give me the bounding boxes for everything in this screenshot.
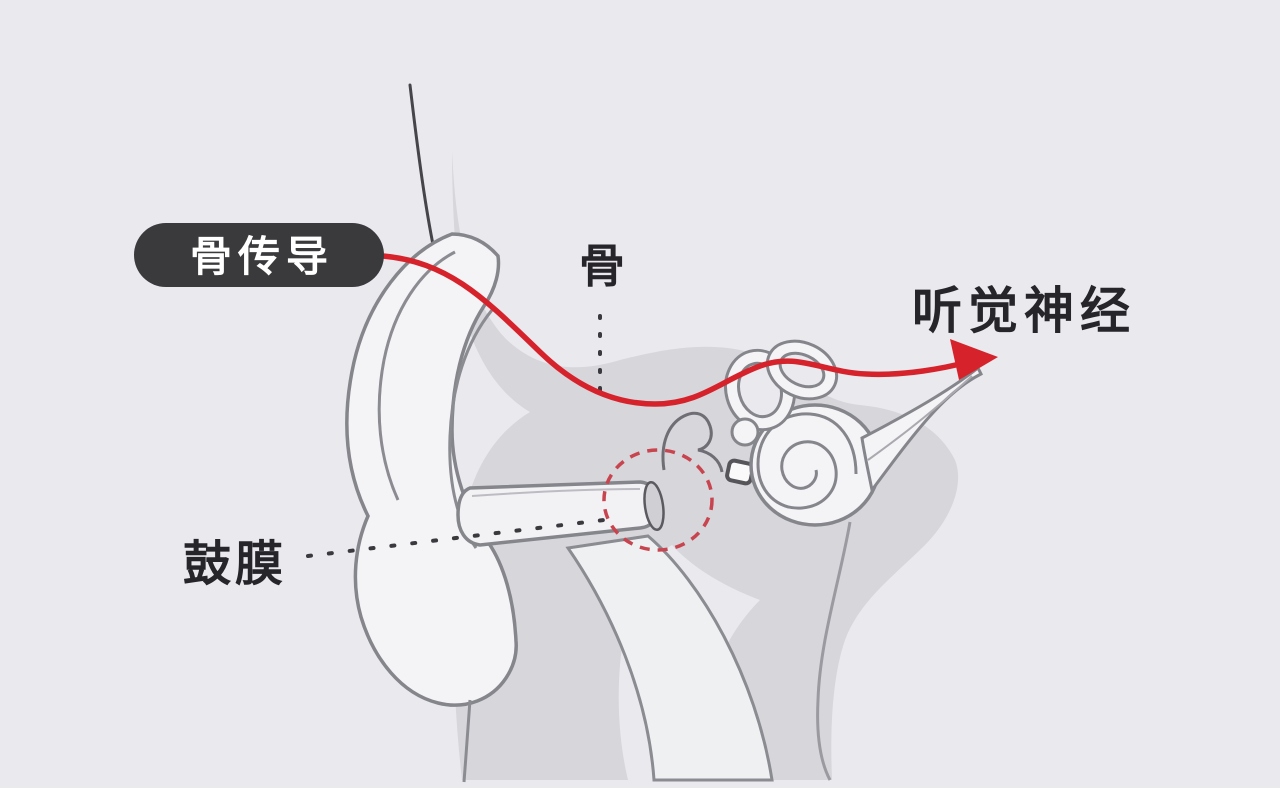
helix-ridge-line [377,250,456,501]
eardrum-dashed-circle [602,448,714,552]
bone-conduction-path [380,253,971,407]
cochlea-spiral-icon [756,412,858,510]
bone-conduction-label: 骨传导 [190,232,334,281]
badge-pill [134,223,384,287]
eardrum-leader-dotted-line [306,517,614,558]
skull-bone-silhouette [452,150,959,780]
eardrum-membrane [643,480,665,532]
bone-label: 骨 [579,239,625,293]
below-canal-channel [565,534,774,782]
auditory-nerve-label: 听觉神经 [912,282,1136,340]
ear-canal-inner-line [471,488,641,497]
auditory-nerve-inner-line [867,375,973,461]
ossicles-icon [661,411,724,473]
mastoid-line [816,521,852,781]
eardrum-label: 鼓膜 [183,536,287,592]
earlobe-jaw-line [462,699,472,783]
arrowhead-icon [950,339,998,380]
bone-conduction-badge: 骨传导 [134,223,384,287]
outer-ear-outline [345,232,518,707]
